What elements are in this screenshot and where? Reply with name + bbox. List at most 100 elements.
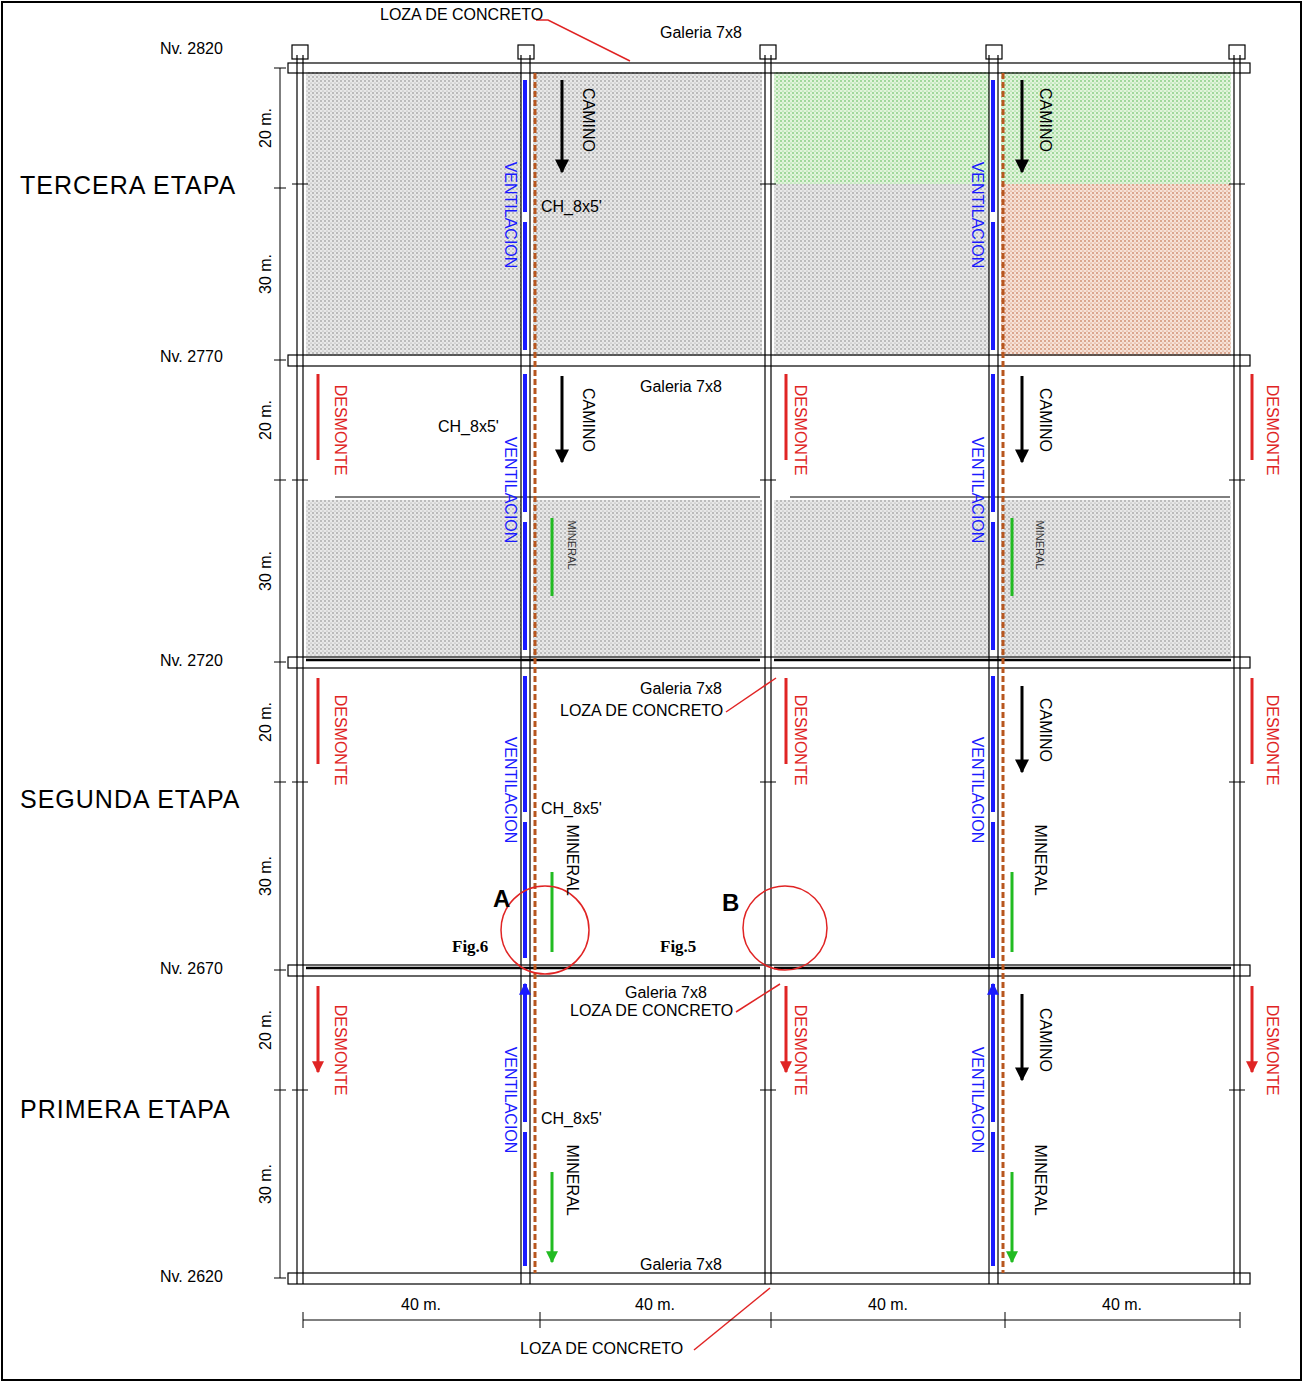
waste-label: DESMONTE bbox=[791, 695, 809, 786]
raises bbox=[292, 45, 1245, 1284]
note-label: CH_8x5' bbox=[541, 800, 602, 818]
raise-wall bbox=[297, 55, 303, 1284]
waste-label: DESMONTE bbox=[331, 385, 349, 476]
access-arrow bbox=[1021, 80, 1024, 172]
gallery bbox=[288, 63, 1250, 73]
stage-label: TERCERA ETAPA bbox=[20, 172, 236, 200]
note-label: 30 m. bbox=[257, 1164, 275, 1204]
ventilation-label: VENTILACION bbox=[968, 437, 986, 544]
galleries bbox=[288, 63, 1250, 1284]
detail-letter: B bbox=[722, 890, 739, 916]
leader-line bbox=[736, 984, 780, 1012]
note-label: 30 m. bbox=[257, 551, 275, 591]
shaded-stopes bbox=[306, 72, 1231, 656]
note-label: CH_8x5' bbox=[541, 1110, 602, 1128]
sublevel-tick bbox=[292, 184, 1245, 1090]
ore-arrows bbox=[552, 518, 1012, 1262]
stope-fill bbox=[1001, 184, 1231, 356]
ore-arrow bbox=[1011, 518, 1014, 1262]
stope-fill bbox=[306, 500, 521, 656]
note-label: Galeria 7x8 bbox=[660, 24, 742, 42]
gallery bbox=[288, 657, 1250, 668]
waste-arrow bbox=[785, 374, 788, 1072]
ore-label: MINERAL bbox=[566, 521, 578, 570]
waste-label: DESMONTE bbox=[1263, 385, 1281, 476]
waste-arrow bbox=[317, 374, 320, 1072]
access-arrow bbox=[1021, 376, 1024, 462]
note-label: MINERAL bbox=[563, 1144, 581, 1215]
raise-wall bbox=[1234, 55, 1240, 1284]
note-label: 20 m. bbox=[257, 1010, 275, 1050]
note-label: 40 m. bbox=[1102, 1296, 1142, 1314]
ore-label: MINERAL bbox=[1034, 521, 1046, 570]
raise-collar bbox=[1229, 45, 1245, 59]
stope-fill bbox=[1001, 72, 1231, 184]
note-label: CAMINO bbox=[1036, 388, 1054, 452]
ventilation-arrow bbox=[991, 80, 995, 1266]
waste-label: DESMONTE bbox=[1263, 695, 1281, 786]
waste-label: DESMONTE bbox=[331, 1005, 349, 1096]
note-label: MINERAL bbox=[1031, 824, 1049, 895]
note-label: 40 m. bbox=[401, 1296, 441, 1314]
dimensions bbox=[274, 68, 1240, 1328]
note-label: Nv. 2670 bbox=[160, 960, 223, 978]
access-arrow bbox=[561, 376, 564, 462]
note-label: LOZA DE CONCRETO bbox=[380, 6, 543, 24]
access-arrow bbox=[1021, 994, 1024, 1080]
stage-label: PRIMERA ETAPA bbox=[20, 1096, 231, 1124]
dimension-tick bbox=[274, 68, 286, 1278]
stope-fill bbox=[774, 500, 989, 656]
note-label: 20 m. bbox=[257, 108, 275, 148]
leader-line bbox=[694, 1288, 770, 1350]
stope-fill bbox=[533, 500, 762, 656]
figure-ref: Fig.5 bbox=[660, 938, 696, 957]
note-label: Galeria 7x8 bbox=[640, 378, 722, 396]
leader-line bbox=[536, 20, 630, 61]
note-label: CAMINO bbox=[579, 88, 597, 152]
detail-letter: A bbox=[493, 886, 510, 912]
note-label: Nv. 2770 bbox=[160, 348, 223, 366]
note-label: 20 m. bbox=[257, 702, 275, 742]
raise-wall bbox=[989, 55, 998, 1284]
note-label: Galeria 7x8 bbox=[625, 984, 707, 1002]
note-label: CH_8x5' bbox=[438, 418, 499, 436]
access-arrows bbox=[562, 80, 1022, 1080]
figure-ref: Fig.6 bbox=[452, 938, 488, 957]
note-label: Nv. 2720 bbox=[160, 652, 223, 670]
note-label: CH_8x5' bbox=[541, 198, 602, 216]
ventilation-label: VENTILACION bbox=[501, 162, 519, 269]
ventilation-label: VENTILACION bbox=[968, 162, 986, 269]
leader-line bbox=[726, 678, 776, 712]
stope-fill bbox=[1001, 72, 1231, 184]
ventilation-arrows bbox=[525, 80, 993, 1266]
detail-circle bbox=[501, 886, 589, 974]
ore-arrow bbox=[551, 518, 554, 1262]
stope-fill bbox=[533, 72, 762, 356]
stope-fill bbox=[1001, 184, 1231, 356]
access-arrow bbox=[561, 80, 564, 172]
sublevel-line bbox=[335, 497, 1230, 498]
note-label: Nv. 2620 bbox=[160, 1268, 223, 1286]
waste-arrow bbox=[1251, 374, 1254, 1072]
detail-callouts bbox=[501, 20, 827, 1350]
ventilation-arrow bbox=[523, 80, 527, 1266]
raise-collar bbox=[986, 45, 1002, 59]
waste-label: DESMONTE bbox=[791, 385, 809, 476]
raise-collar bbox=[518, 45, 534, 59]
stage-label: SEGUNDA ETAPA bbox=[20, 786, 240, 814]
raise-collar bbox=[760, 45, 776, 59]
stope-fill bbox=[774, 184, 989, 356]
stope-fill bbox=[774, 500, 989, 656]
access-arrow bbox=[1021, 686, 1024, 772]
dimension-line bbox=[280, 68, 281, 1278]
ventilation-label: VENTILACION bbox=[968, 737, 986, 844]
note-label: MINERAL bbox=[563, 824, 581, 895]
note-label: 30 m. bbox=[257, 254, 275, 294]
waste-label: DESMONTE bbox=[791, 1005, 809, 1096]
stope-fill bbox=[774, 72, 989, 184]
stope-fill bbox=[774, 72, 989, 184]
stope-fill bbox=[306, 72, 521, 356]
stope-fill bbox=[1001, 500, 1231, 656]
